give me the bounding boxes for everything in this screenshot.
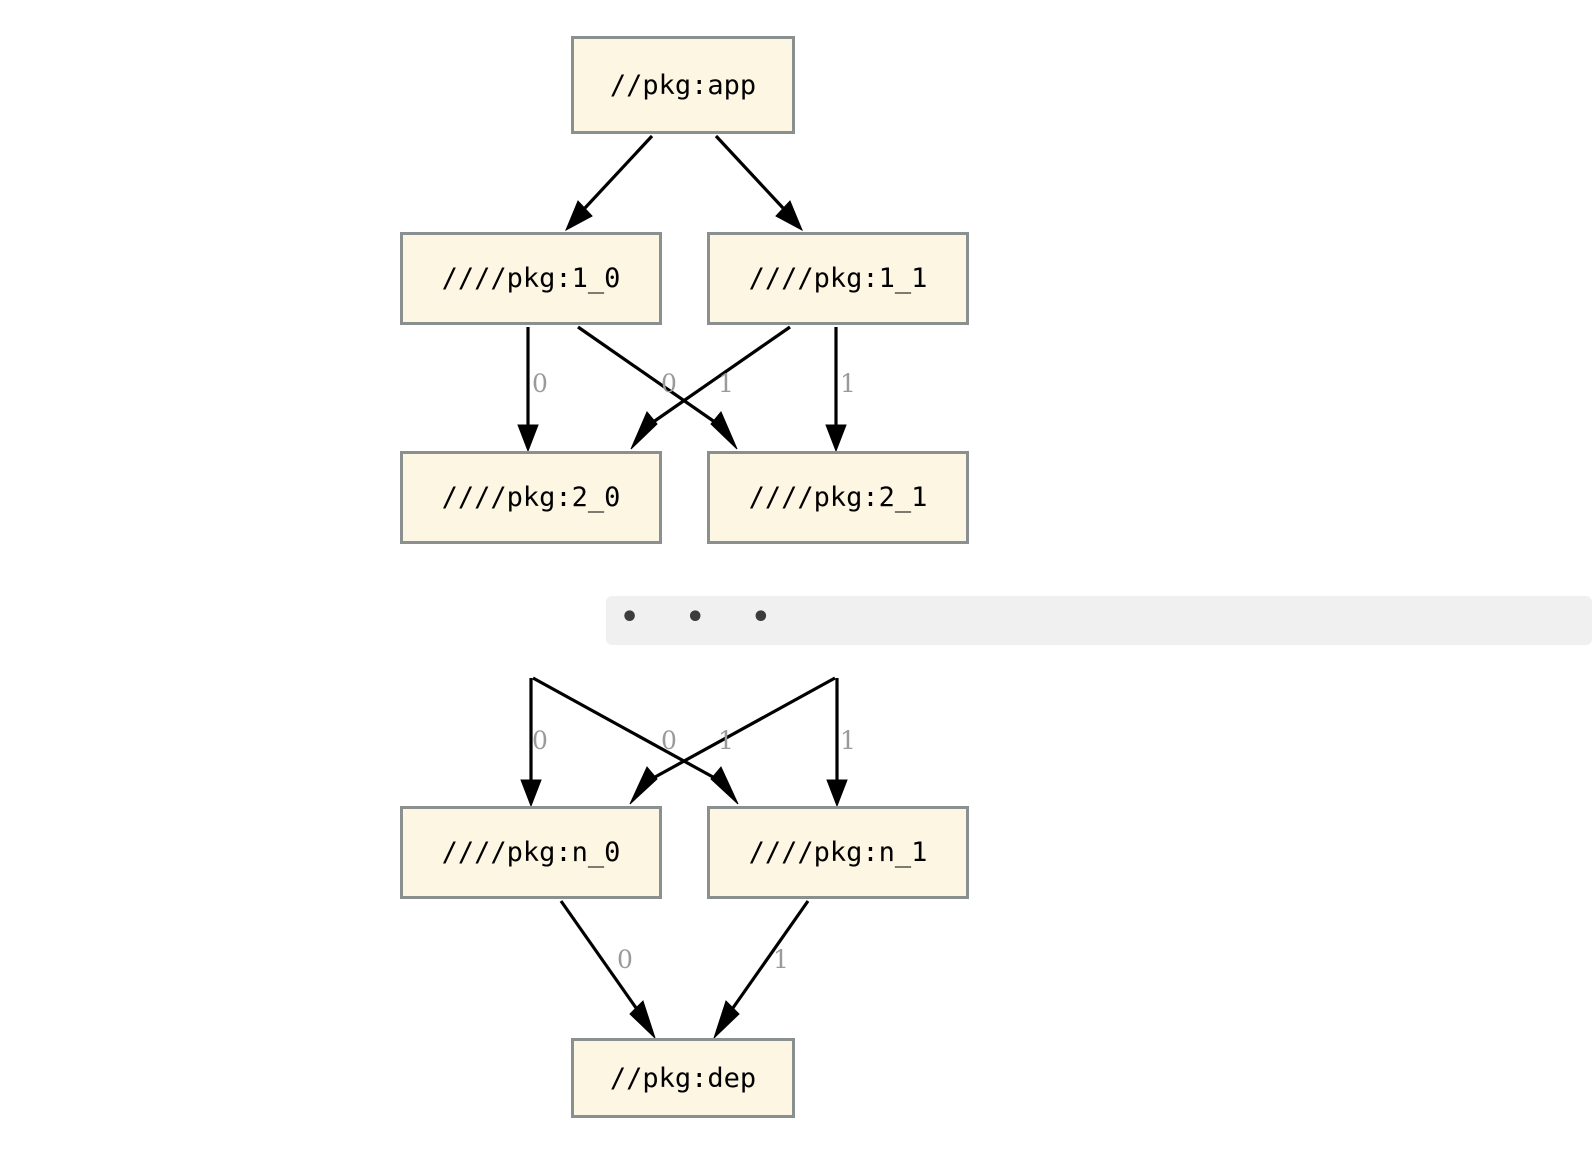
node-label: ////pkg:n_1 [748, 837, 928, 868]
node-pkg-n-0[interactable]: ////pkg:n_0 [400, 806, 662, 899]
node-pkg-dep[interactable]: //pkg:dep [571, 1038, 795, 1118]
edge-app-to-1_1 [714, 134, 803, 232]
node-pkg-2-0[interactable]: ////pkg:2_0 [400, 451, 662, 544]
collapsed-rows-banner[interactable]: • • • [606, 596, 1592, 645]
edge-1_1-to-2_0 [630, 325, 791, 450]
edge-label: 0 [617, 945, 633, 974]
edge-label: 1 [773, 945, 789, 974]
node-pkg-n-1[interactable]: ////pkg:n_1 [707, 806, 969, 899]
edge-1_0-to-2_1 [577, 325, 738, 450]
edge-app-to-1_0 [565, 134, 654, 232]
edge-label: 1 [840, 369, 856, 398]
edge-label: 0 [661, 726, 677, 755]
edge-label: 0 [532, 726, 548, 755]
edge-label: 0 [532, 369, 548, 398]
node-label: ////pkg:2_0 [441, 482, 621, 513]
edge-label: 0 [661, 369, 677, 398]
node-pkg-1-1[interactable]: ////pkg:1_1 [707, 232, 969, 325]
node-label: ////pkg:1_1 [748, 263, 928, 294]
edge-label: 1 [840, 726, 856, 755]
edge-label: 1 [718, 369, 734, 398]
node-pkg-2-1[interactable]: ////pkg:2_1 [707, 451, 969, 544]
edge-label: 1 [718, 726, 734, 755]
node-label: ////pkg:n_0 [441, 837, 621, 868]
node-label: //pkg:dep [609, 1062, 757, 1094]
node-label: ////pkg:1_0 [441, 263, 621, 294]
edge-n_1-to-dep [713, 900, 810, 1039]
node-label: ////pkg:2_1 [748, 482, 928, 513]
node-pkg-app[interactable]: //pkg:app [571, 36, 795, 134]
node-pkg-1-0[interactable]: ////pkg:1_0 [400, 232, 662, 325]
node-label: //pkg:app [609, 69, 757, 101]
edge-n_0-to-dep [559, 900, 656, 1039]
ellipsis-icon: • • • [620, 599, 789, 635]
edge-src-to-n_1-diagonal [532, 676, 739, 805]
